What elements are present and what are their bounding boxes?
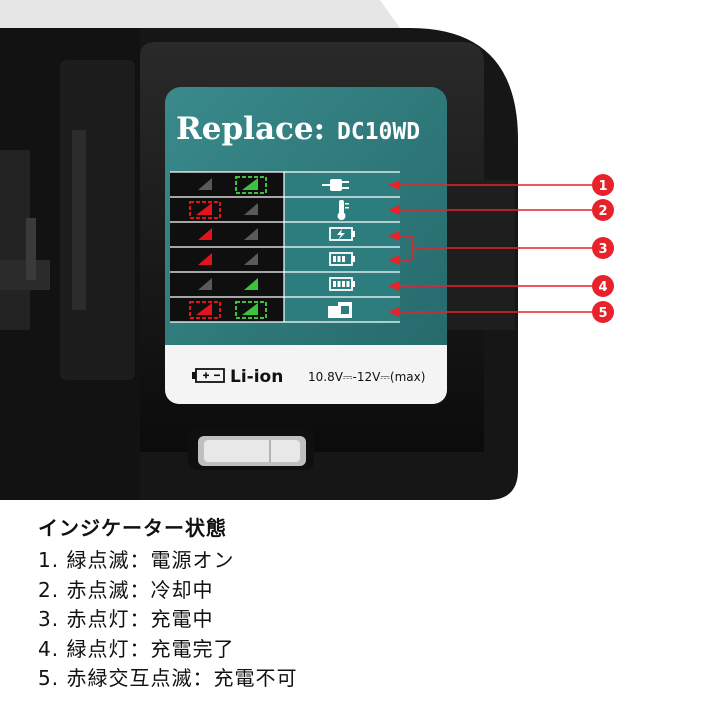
model-label: DC10WD [337,119,420,145]
legend-title: インジケーター状態 [38,516,227,540]
legend-item: 5. 赤緑交互点滅：充電不可 [38,666,298,690]
plug-icon [322,179,349,191]
legend-item: 1. 緑点滅：電源オン [38,548,235,572]
svg-text:1: 1 [598,179,607,194]
callout-lines [388,180,592,317]
svg-text:4: 4 [598,280,607,295]
indicator-legend: インジケーター状態 1. 緑点滅：電源オン 2. 赤点滅：冷却中 3. 赤点灯：… [38,512,297,694]
led-row-3 [198,228,258,240]
svg-text:3: 3 [598,242,607,257]
marker-1: 1 [592,174,614,196]
led-row-2 [189,201,258,219]
battery-error-icon [328,302,352,318]
brand-label: Replace: [176,111,325,147]
charging-battery-icon [329,227,355,241]
legend-item: 2. 赤点滅：冷却中 [38,577,214,602]
charger-photo: Replace: DC10WD [0,0,614,500]
battery-symbol-icon [192,368,225,383]
led-row-6 [189,301,267,319]
indicator-table [170,171,400,323]
legend-item: 3. 赤点灯：充電中 [38,607,214,631]
full-battery-icon [329,277,355,291]
thermometer-icon [337,200,349,220]
marker-3: 3 [592,237,614,259]
svg-text:2: 2 [598,204,607,219]
marker-4: 4 [592,275,614,297]
led-row-1 [198,176,267,194]
legend-item: 4. 緑点灯：充電完了 [38,636,235,661]
voltage-label: 10.8V⎓-12V⎓(max) [308,370,425,384]
led-row-4 [198,253,258,265]
battery-type-label: Li-ion [230,367,283,387]
svg-text:5: 5 [598,306,607,321]
marker-5: 5 [592,301,614,323]
led-row-5 [198,278,258,290]
marker-2: 2 [592,199,614,221]
battery-charging-icon [329,252,355,266]
